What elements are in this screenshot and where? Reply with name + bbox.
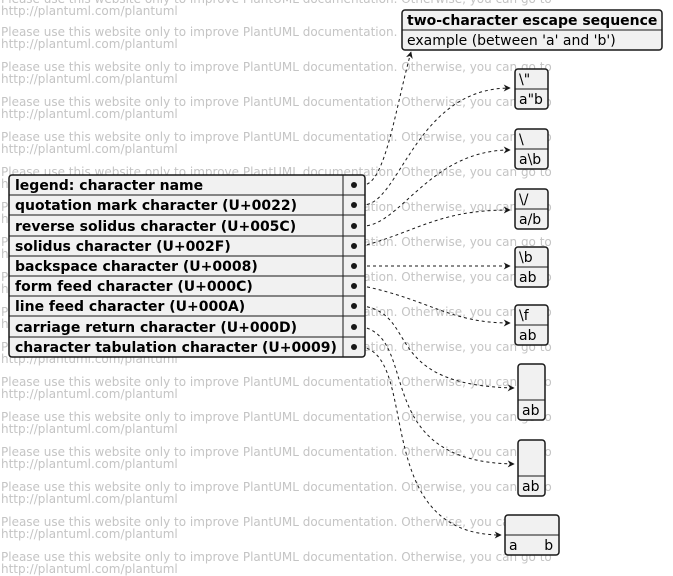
escape-header-box: two-character escape sequence example (b…: [402, 10, 662, 50]
arrow-form-feed: [355, 286, 510, 323]
escape-box-reverse-solidus: \ a\b: [515, 129, 548, 169]
port-dot: [351, 223, 357, 229]
escape-seq: \f: [519, 308, 530, 324]
escape-box-backspace: \b ab: [515, 247, 548, 287]
escape-seq: \": [519, 72, 530, 88]
port-dot: [351, 243, 357, 249]
escape-seq: \: [519, 132, 524, 148]
port-dot: [351, 202, 357, 208]
escape-header-subtitle: example (between 'a' and 'b'): [407, 33, 616, 49]
legend-row-form-feed: form feed character (U+000C): [15, 279, 253, 295]
escape-box-solidus: \/ a/b: [515, 189, 548, 229]
escape-box-line-feed: ab: [518, 364, 545, 420]
escape-box-form-feed: \f a b: [515, 305, 548, 345]
legend-title: legend: character name: [15, 178, 203, 194]
escape-example: a/b: [519, 212, 541, 228]
arrow-carriage-return: [355, 327, 514, 464]
arrow-solidus: [355, 210, 510, 246]
port-dot: [351, 344, 357, 350]
escape-box-character-tabulation: a b: [505, 515, 559, 555]
arrow-reverse-solidus: [355, 150, 510, 226]
escape-seq: \/: [519, 192, 529, 208]
escape-example: a"b: [519, 92, 543, 108]
escape-header-title: two-character escape sequence: [407, 13, 657, 29]
escape-seq: \b: [519, 250, 533, 266]
port-dot: [351, 283, 357, 289]
escape-example: a\b: [519, 152, 541, 168]
port-dot: [351, 303, 357, 309]
port-dot: [351, 263, 357, 269]
escape-box-quotation-mark: \" a"b: [515, 69, 548, 109]
arrow-character-tabulation: [355, 347, 501, 535]
arrow-line-feed: [355, 306, 514, 388]
legend-table: legend: character name quotation mark ch…: [9, 175, 365, 357]
legend-row-quotation-mark: quotation mark character (U+0022): [15, 198, 297, 214]
port-dot: [351, 324, 357, 330]
escape-example: ab: [522, 403, 540, 419]
legend-row-backspace: backspace character (U+0008): [15, 259, 258, 275]
legend-row-character-tabulation: character tabulation character (U+0009): [15, 340, 337, 356]
legend-row-carriage-return: carriage return character (U+000D): [15, 320, 297, 336]
escape-box-carriage-return: ab: [518, 440, 545, 496]
escape-example: ab: [519, 270, 537, 286]
port-dot: [351, 182, 357, 188]
escape-example: a b: [519, 328, 537, 344]
legend-row-line-feed: line feed character (U+000A): [15, 299, 245, 315]
arrow-quotation-mark: [355, 88, 510, 205]
escape-example: ab: [522, 479, 540, 495]
arrows: [355, 52, 514, 535]
escape-boxes: \" a"b \ a\b \/ a/b \b ab \f a b: [505, 69, 559, 555]
legend-row-reverse-solidus: reverse solidus character (U+005C): [15, 219, 296, 235]
escape-example: a b: [509, 538, 553, 554]
legend-row-solidus: solidus character (U+002F): [15, 239, 231, 255]
